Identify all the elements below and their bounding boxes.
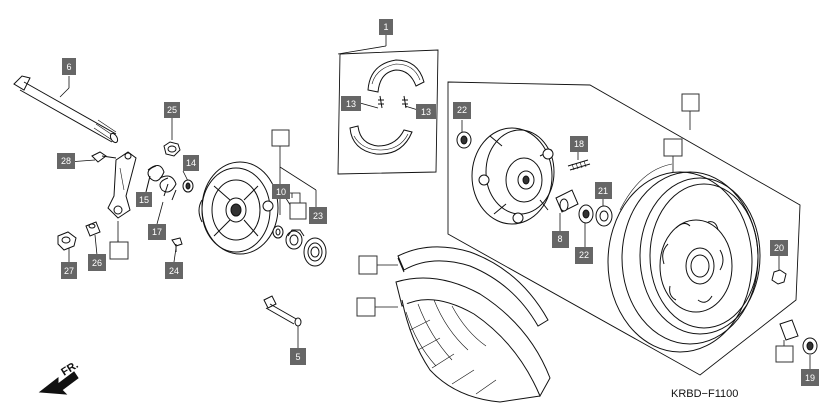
callout-label[interactable] [575,247,593,264]
nut-27 [57,231,77,251]
wheel-hub [471,127,555,225]
callout-number: 6 [66,62,71,72]
callout-label-blank[interactable] [775,345,794,363]
valve-nut-20 [771,269,787,285]
callout-label[interactable] [453,102,471,119]
brake-panel [198,161,279,255]
callout-label[interactable] [416,104,436,119]
callout-number: 23 [313,211,323,221]
callout-number: 18 [574,139,584,149]
bearing-22b [578,204,594,224]
stud-18 [567,159,591,171]
diagram-code: KRBD−F1100 [671,388,738,400]
oil-seal-23 [303,237,327,267]
callout-label[interactable] [136,192,152,207]
callout-number: 21 [598,186,608,196]
callout-label[interactable] [595,182,612,199]
callout-number: 24 [169,266,179,276]
callout-number: 22 [579,250,589,260]
inner-tube [397,246,549,327]
callout-label[interactable] [61,262,77,279]
callout-label-blank[interactable] [109,241,129,260]
callout-label-blank[interactable] [356,297,376,317]
callout-label-blank[interactable] [289,202,307,220]
callout-number: 13 [346,99,356,109]
callout-label[interactable] [183,155,199,171]
nut-19 [802,337,818,355]
bearing-22a [456,131,472,149]
callout-label[interactable] [272,184,290,199]
callout-number: 5 [295,352,300,362]
callout-number: 15 [139,195,149,205]
callout-number: 19 [805,373,815,383]
callout-label[interactable] [62,58,76,75]
callout-number: 20 [774,243,784,253]
washer-14 [182,179,194,193]
callout-labels: 6 1 13 13 25 28 14 15 17 10 23 27 26 24 … [57,19,819,386]
callout-label[interactable] [379,19,393,35]
callout-label[interactable] [341,96,361,111]
distance-collar-8 [555,189,579,213]
brake-shoe-springs [378,95,408,109]
spring-15 [145,165,165,193]
indicator-17 [159,175,177,201]
wheel-assembly-frame [447,81,801,376]
callout-label-blank[interactable] [681,93,700,112]
tire [395,277,551,403]
callout-number: 1 [383,22,388,32]
bolt-24 [171,237,183,252]
callout-number: 8 [557,234,562,244]
collar [285,229,305,250]
pin-26 [85,221,101,237]
callout-label[interactable] [290,348,306,365]
front-arrow [38,371,79,395]
nut-25 [163,141,181,157]
callout-label[interactable] [164,102,180,118]
bolt-28 [91,151,117,163]
seal-10 [272,225,284,239]
brake-shoe-group-box [337,49,439,175]
callout-number: 14 [186,158,196,168]
wheel-rim [607,163,761,353]
brake-shoe-lower [349,125,413,155]
callout-label[interactable] [309,207,327,224]
callout-label[interactable] [148,224,166,240]
callout-number: 17 [152,227,162,237]
callout-label[interactable] [552,231,569,248]
callout-label[interactable] [88,254,106,271]
stud-bolt-5 [263,295,302,327]
callout-label[interactable] [801,369,819,386]
callout-label-blank[interactable] [271,129,290,147]
axle-bolt [13,75,119,144]
callout-number: 28 [61,156,71,166]
callout-number: 27 [64,266,74,276]
brake-shoe-upper [367,59,425,93]
callout-label[interactable] [165,262,183,279]
callout-number: 22 [457,105,467,115]
callout-number: 13 [421,107,431,117]
valve-cap [779,319,799,341]
seal-21 [595,205,613,227]
callout-label[interactable] [57,153,75,169]
callout-label[interactable] [570,136,588,152]
front-marker: FR. [59,359,80,379]
callout-number: 25 [167,105,177,115]
callout-label[interactable] [770,240,788,256]
callout-label-blank[interactable] [663,138,683,157]
callout-label-blank[interactable] [358,255,378,275]
callout-number: 10 [276,187,286,197]
callout-number: 26 [92,258,102,268]
brake-arm [107,151,137,219]
